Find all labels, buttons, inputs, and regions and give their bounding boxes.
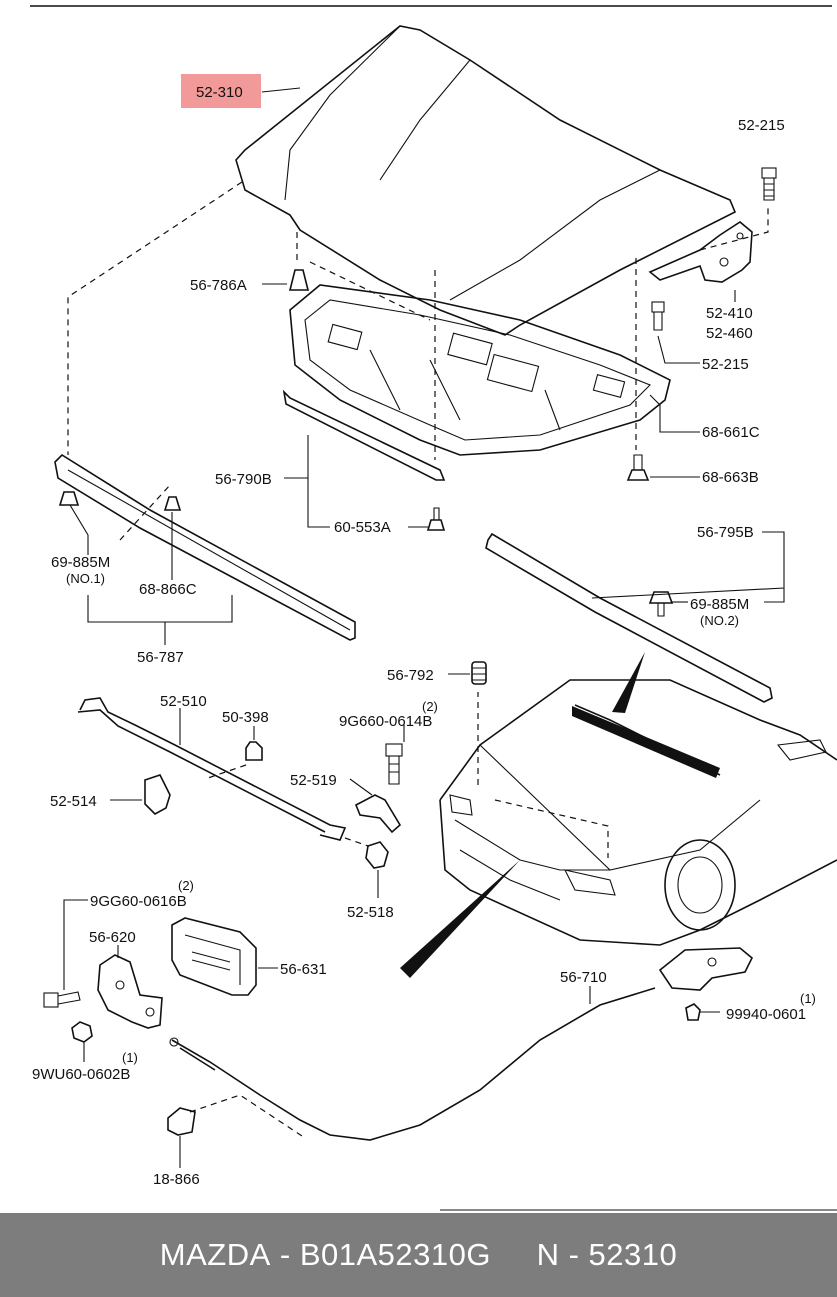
footer-brand: MAZDA [159, 1237, 271, 1272]
footer-bar: MAZDA - B01A52310G N - 52310 [0, 1213, 837, 1297]
release-cable [169, 987, 656, 1141]
latch-bracket-56-631 [171, 917, 257, 996]
hood-inner-frame [289, 284, 671, 456]
label-52-215-top: 52-215 [738, 117, 785, 134]
bracket-52-519 [354, 794, 402, 834]
label-18-866: 18-866 [153, 1171, 200, 1188]
clip-56-786a [288, 269, 310, 291]
label-qty-2-a: (2) [422, 699, 438, 714]
cowl-weatherstrip [485, 532, 773, 703]
label-60-553a: 60-553A [334, 519, 391, 536]
label-52-310: 52-310 [196, 84, 243, 101]
label-68-663b: 68-663B [702, 469, 759, 486]
label-9wu60-0602b: 9WU60-0602B [32, 1066, 130, 1083]
label-52-519: 52-519 [290, 772, 337, 789]
label-56-790b: 56-790B [215, 471, 272, 488]
label-56-620: 56-620 [89, 929, 136, 946]
label-68-866c: 68-866C [139, 581, 197, 598]
label-56-795b: 56-795B [697, 524, 754, 541]
label-56-787: 56-787 [137, 649, 184, 666]
clip-52-518 [365, 841, 389, 869]
release-handle [658, 947, 753, 991]
label-52-215-mid: 52-215 [702, 356, 749, 373]
bolt-52-215-mid [651, 301, 665, 331]
highlight-box [181, 74, 261, 108]
seal-strip [282, 389, 446, 481]
car-front-outline [439, 679, 837, 946]
footer-separator: - [270, 1237, 300, 1272]
label-52-514: 52-514 [50, 793, 97, 810]
label-56-631: 56-631 [280, 961, 327, 978]
label-69-885m-no2: 69-885M [690, 596, 749, 613]
label-99940-0601: 99940-0601 [726, 1006, 806, 1023]
hood-hinge [648, 221, 753, 283]
label-50-398: 50-398 [222, 709, 269, 726]
label-69-885m-no1: 69-885M [51, 554, 110, 571]
label-52-460: 52-460 [706, 325, 753, 342]
bolt-9gg60-0616b [43, 991, 81, 1008]
nut-9wu60-0602b [71, 1021, 93, 1043]
label-qty-1-a: (1) [800, 991, 816, 1006]
bolt-9g660-0614b [385, 743, 403, 785]
label-56-786a: 56-786A [190, 277, 247, 294]
clip-69-885m-no2 [648, 591, 674, 617]
front-seal-rail [54, 453, 356, 641]
label-52-510: 52-510 [160, 693, 207, 710]
label-qty-1-b: (1) [122, 1050, 138, 1065]
label-qty-2-b: (2) [178, 878, 194, 893]
label-52-410: 52-410 [706, 305, 753, 322]
parts-diagram: 52-310 52-215 56-786A 52-410 52-460 52-2… [30, 5, 837, 1211]
clip-60-553a [426, 507, 446, 531]
label-56-792: 56-792 [387, 667, 434, 684]
bumper-stop-56-792 [471, 661, 487, 685]
footer-catalog-ref: N - 52310 [536, 1237, 678, 1272]
prop-rod [77, 697, 347, 841]
hood-latch [97, 954, 163, 1029]
label-52-518: 52-518 [347, 904, 394, 921]
holder-52-514 [144, 774, 171, 815]
footer-part-number: B01A52310G [299, 1237, 491, 1272]
label-9gg60-0616b: 9GG60-0616B [90, 893, 187, 910]
label-no2: (NO.2) [700, 613, 739, 628]
clip-68-866c [163, 496, 182, 511]
grommet-50-398 [245, 741, 263, 761]
label-no1: (NO.1) [66, 571, 105, 586]
label-68-661c: 68-661C [702, 424, 760, 441]
clip-69-885m-no1 [58, 491, 80, 506]
label-56-710: 56-710 [560, 969, 607, 986]
hood-panel [235, 25, 737, 336]
label-9g660-0614b: 9G660-0614B [339, 713, 432, 730]
bolt-52-215-top [761, 167, 777, 201]
clip-18-866 [167, 1107, 196, 1136]
screw-99940-0601 [685, 1003, 701, 1021]
footer-gap [491, 1237, 537, 1273]
grommet-68-663b [626, 454, 650, 481]
